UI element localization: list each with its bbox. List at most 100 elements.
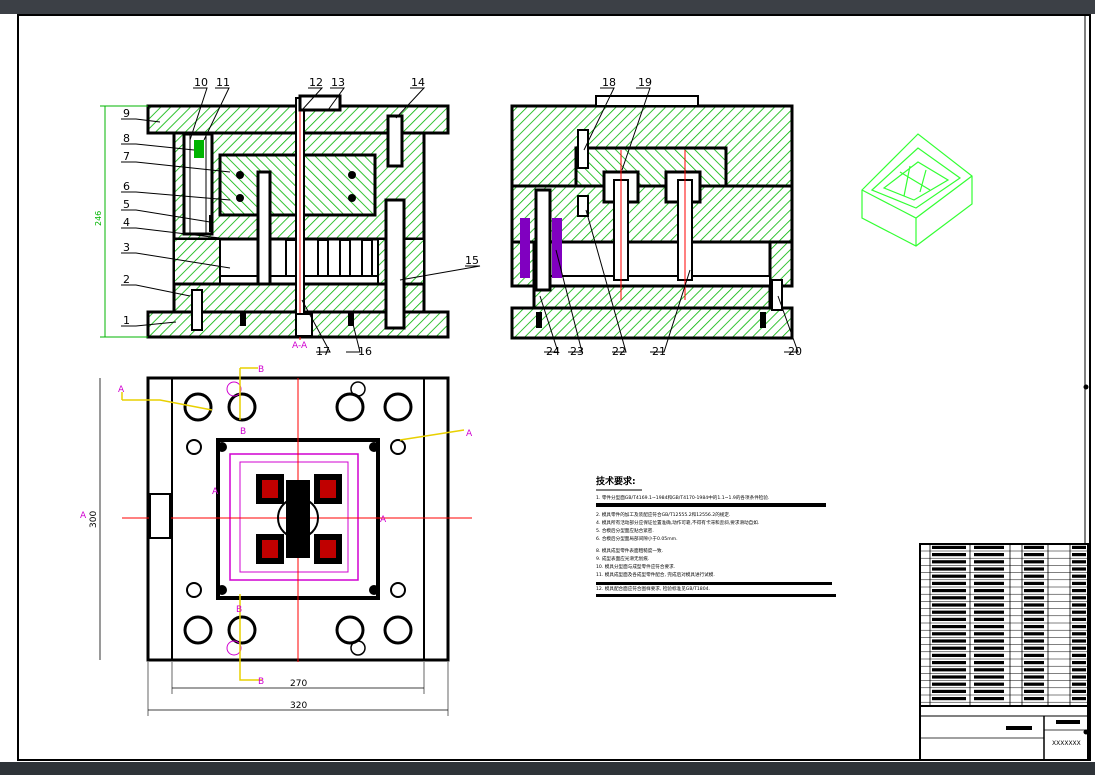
label-4: 4 — [123, 216, 130, 229]
bom-cell-text — [974, 682, 1004, 686]
window-titlebar — [0, 0, 1095, 14]
label-7: 7 — [123, 150, 130, 163]
bom-cell-text — [974, 646, 1004, 650]
label-20: 20 — [788, 345, 802, 358]
bom-cell-text — [932, 639, 966, 643]
drawing-sheet[interactable]: 246 1 2 3 4 5 6 7 8 9 10 11 12 13 14 15 — [0, 14, 1095, 762]
label-22: 22 — [612, 345, 626, 358]
sec-b-1: B — [258, 365, 264, 375]
bom-cell-text — [932, 581, 966, 585]
bom-cell-text — [1072, 653, 1086, 657]
bom-cell-text — [1024, 610, 1044, 614]
bom-cell-text — [974, 639, 1004, 643]
bom-cell-text — [1072, 682, 1086, 686]
bom-cell-text — [1024, 589, 1044, 593]
label-2: 2 — [123, 273, 130, 286]
label-6: 6 — [123, 180, 130, 193]
bom-cell-text — [1024, 661, 1044, 665]
bom-cell-text — [974, 574, 1004, 578]
bom-cell-text — [1024, 545, 1044, 549]
isometric-part-view — [861, 133, 973, 247]
bom-cell-text — [1072, 632, 1086, 636]
dim-plan-width: 300 — [89, 511, 99, 528]
label-9: 9 — [123, 107, 130, 120]
bom-cell-text — [1072, 646, 1086, 650]
label-21: 21 — [652, 345, 666, 358]
bom-cell-text — [974, 617, 1004, 621]
dim-inner-width: 270 — [290, 679, 307, 689]
bom-cell-text — [932, 653, 966, 657]
bom-cell-text — [974, 560, 1004, 564]
label-12: 12 — [309, 76, 323, 89]
bom-cell-text — [974, 545, 1004, 549]
bom-cell-text — [1024, 653, 1044, 657]
bom-cell-text — [1024, 567, 1044, 571]
bom-cell-text — [974, 632, 1004, 636]
bom-cell-text — [974, 697, 1004, 701]
label-13: 13 — [331, 76, 345, 89]
side-labels: 18 19 20 21 22 23 24 — [546, 76, 802, 358]
label-14: 14 — [411, 76, 425, 89]
section-mark: A-A — [292, 341, 308, 351]
bom-cell-text — [1024, 581, 1044, 585]
bom-cell-text — [932, 625, 966, 629]
frame-markers — [1083, 384, 1089, 735]
bom-cell-text — [1024, 574, 1044, 578]
bom-cell-text — [932, 646, 966, 650]
bom-cell-text — [932, 553, 966, 557]
plan-view — [99, 367, 472, 716]
note-9: 11. 模具成型面及各成型零件配合, 完成后对模具进行试模. — [596, 571, 715, 578]
sec-a-1: A — [118, 385, 125, 395]
label-24: 24 — [546, 345, 560, 358]
bom-cell-text — [974, 581, 1004, 585]
note-1: 1. 零件分型面GB/T4169.1~1984和GB/T4170-1984中的1… — [596, 494, 769, 501]
bom-cell-text — [932, 617, 966, 621]
notes-title: 技术要求: — [596, 475, 636, 487]
bom-cell-text — [1024, 675, 1044, 679]
label-1: 1 — [123, 314, 130, 327]
note-5: 6. 合模后分型面局部间隙小于0.05mm. — [596, 535, 678, 542]
bom-cell-text — [974, 553, 1004, 557]
label-15: 15 — [465, 254, 479, 267]
bom-cell-text — [1024, 560, 1044, 564]
sec-b-2: B — [240, 427, 246, 437]
bom-cell-text — [932, 689, 966, 693]
front-leaders — [121, 87, 481, 353]
note-2: 2. 模具零件的加工及装配应符合GB/T12555.2和12556.2的规定. — [596, 511, 730, 518]
bom-cell-text — [932, 560, 966, 564]
front-section-view — [100, 94, 450, 340]
bom-cell-text — [1072, 697, 1086, 701]
bom-cell-text — [932, 545, 966, 549]
bom-cell-text — [932, 632, 966, 636]
cad-drawing[interactable]: 246 1 2 3 4 5 6 7 8 9 10 11 12 13 14 15 — [0, 14, 1095, 762]
bom-cell-text — [974, 661, 1004, 665]
bom-cell-text — [932, 603, 966, 607]
dim-outer-width: 320 — [290, 701, 307, 711]
label-17: 17 — [316, 345, 330, 358]
drawing-number: XXXXXXX — [1052, 740, 1081, 747]
sec-a-2: A — [466, 429, 473, 439]
bom-cell-text — [1072, 661, 1086, 665]
bom-cell-text — [932, 661, 966, 665]
bom-cell-text — [932, 610, 966, 614]
bom-cell-text — [1024, 639, 1044, 643]
bom-cell-text — [932, 567, 966, 571]
bom-cell-text — [932, 675, 966, 679]
bom-cell-text — [974, 653, 1004, 657]
label-19: 19 — [638, 76, 652, 89]
label-10: 10 — [194, 76, 208, 89]
bom-cell-text — [974, 596, 1004, 600]
bom-cell-text — [1072, 668, 1086, 672]
bom-cell-text — [1024, 625, 1044, 629]
label-18: 18 — [602, 76, 616, 89]
command-bar[interactable] — [0, 762, 1095, 775]
label-11: 11 — [216, 76, 230, 89]
side-section-view — [510, 95, 794, 340]
bom-cell-text — [1072, 553, 1086, 557]
bom-cell-text — [932, 589, 966, 593]
bom-cell-text — [1024, 553, 1044, 557]
bom-cell-text — [1072, 560, 1086, 564]
bom-cell-text — [974, 567, 1004, 571]
note-8: 10. 模具分型面与成型零件应符合要求. — [596, 563, 675, 570]
note-7: 9. 成型表面应光滑无划痕. — [596, 555, 649, 562]
